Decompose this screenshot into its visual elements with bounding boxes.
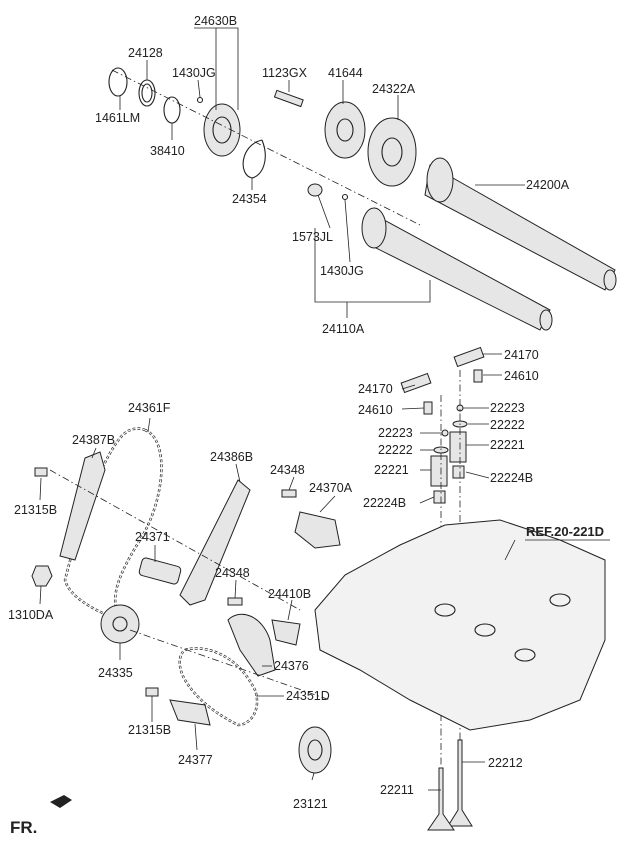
spring-22221-upper[interactable]	[449, 431, 467, 463]
label-22224b-a[interactable]: 22224B	[490, 471, 533, 485]
timing-drive-group	[31, 427, 341, 774]
plug-1573jl[interactable]	[307, 183, 323, 197]
snap-ring-1461lm[interactable]	[108, 67, 128, 97]
label-1461lm[interactable]: 1461LM	[95, 111, 140, 125]
ring-38410[interactable]	[163, 96, 181, 124]
pin-1430jg[interactable]	[196, 96, 204, 104]
sprocket-24322a[interactable]	[367, 117, 417, 187]
sprocket-24335[interactable]	[100, 604, 140, 644]
valve-22211[interactable]	[427, 767, 455, 831]
label-24128[interactable]: 24128	[128, 46, 163, 60]
label-24351d[interactable]: 24351D	[286, 689, 330, 703]
label-24377[interactable]: 24377	[178, 753, 213, 767]
leader-lines	[39, 27, 525, 791]
guide-24387b[interactable]	[59, 451, 106, 561]
label-24610-b[interactable]: 24610	[358, 403, 393, 417]
valve-22212[interactable]	[447, 739, 473, 827]
label-22212[interactable]: 22212	[488, 756, 523, 770]
valvetrain-group	[400, 346, 485, 831]
label-1430jg-a[interactable]: 1430JG	[172, 66, 216, 80]
label-22223-b[interactable]: 22223	[378, 426, 413, 440]
part-labels: 24630B 24128 1430JG 1123GX 41644 24322A …	[8, 14, 604, 837]
label-24170-a[interactable]: 24170	[504, 348, 539, 362]
label-21315b-a[interactable]: 21315B	[14, 503, 57, 517]
pin-1430jg-lower[interactable]	[341, 193, 349, 201]
guide-24376[interactable]	[227, 613, 276, 677]
bolt-24348-upper[interactable]	[281, 489, 297, 498]
seal-22224b-lower[interactable]	[433, 490, 446, 504]
bolt-24348-lower[interactable]	[227, 597, 243, 606]
key-22223-lower[interactable]	[441, 429, 449, 437]
tensioner-24370a[interactable]	[294, 511, 341, 549]
camshaft-24200a[interactable]	[424, 164, 616, 291]
front-arrow-icon	[50, 795, 72, 808]
label-22221-b[interactable]: 22221	[374, 463, 409, 477]
label-38410[interactable]: 38410	[150, 144, 185, 158]
label-1310da[interactable]: 1310DA	[8, 608, 54, 622]
bolt-21315b-upper[interactable]	[34, 467, 48, 477]
bolt-1123gx[interactable]	[273, 89, 304, 108]
label-24371[interactable]: 24371	[135, 530, 170, 544]
label-24335[interactable]: 24335	[98, 666, 133, 680]
rocker-24170-lower[interactable]	[400, 372, 432, 394]
label-21315b-b[interactable]: 21315B	[128, 723, 171, 737]
label-24376[interactable]: 24376	[274, 659, 309, 673]
label-23121[interactable]: 23121	[293, 797, 328, 811]
bolt-21315b-lower[interactable]	[145, 687, 159, 697]
cylinder-head	[314, 519, 610, 731]
label-24322a[interactable]: 24322A	[372, 82, 416, 96]
nut-1310da[interactable]	[31, 565, 53, 587]
label-24354[interactable]: 24354	[232, 192, 267, 206]
label-24110a[interactable]: 24110A	[322, 322, 365, 336]
label-24170-b[interactable]: 24170	[358, 382, 393, 396]
label-41644[interactable]: 41644	[328, 66, 363, 80]
label-24370a[interactable]: 24370A	[309, 481, 353, 495]
label-22211[interactable]: 22211	[380, 783, 414, 797]
label-24348-a[interactable]: 24348	[270, 463, 305, 477]
label-24348-b[interactable]: 24348	[215, 566, 250, 580]
label-22221-a[interactable]: 22221	[490, 438, 525, 452]
label-1430jg-b[interactable]: 1430JG	[320, 264, 364, 278]
label-24610-a[interactable]: 24610	[504, 369, 539, 383]
label-24386b[interactable]: 24386B	[210, 450, 253, 464]
label-24361f[interactable]: 24361F	[128, 401, 171, 415]
label-24200a[interactable]: 24200A	[526, 178, 570, 192]
crank-sprocket-23121[interactable]	[298, 726, 332, 774]
label-24630b[interactable]: 24630B	[194, 14, 237, 28]
seal-22224b-upper[interactable]	[452, 465, 465, 479]
lash-adjuster-24610-lower[interactable]	[423, 401, 433, 415]
cylinder-head-body[interactable]	[314, 519, 606, 731]
reference-label[interactable]: REF.20-221D	[526, 524, 604, 539]
lash-adjuster-24610-upper[interactable]	[473, 369, 483, 383]
bracket-24410b[interactable]	[271, 619, 301, 646]
label-24410b[interactable]: 24410B	[268, 587, 311, 601]
label-22222-b[interactable]: 22222	[378, 443, 413, 457]
snap-ring-24354[interactable]	[242, 139, 266, 179]
spring-22221-lower[interactable]	[430, 455, 448, 487]
label-22222-a[interactable]: 22222	[490, 418, 525, 432]
label-24387b[interactable]: 24387B	[72, 433, 115, 447]
sprocket-24630b[interactable]	[203, 103, 241, 157]
tensioner-arm-24386b[interactable]	[179, 479, 251, 606]
label-1123gx[interactable]: 1123GX	[262, 66, 308, 80]
guide-24377[interactable]	[169, 699, 211, 726]
rocker-24170-upper[interactable]	[453, 346, 485, 368]
label-22223-a[interactable]: 22223	[490, 401, 525, 415]
label-22224b-b[interactable]: 22224B	[363, 496, 406, 510]
camshaft-group	[108, 67, 617, 331]
shaft-24371[interactable]	[138, 557, 182, 585]
label-1573jl[interactable]: 1573JL	[292, 230, 333, 244]
plate-41644[interactable]	[324, 101, 366, 159]
front-direction-label: FR.	[10, 818, 37, 837]
